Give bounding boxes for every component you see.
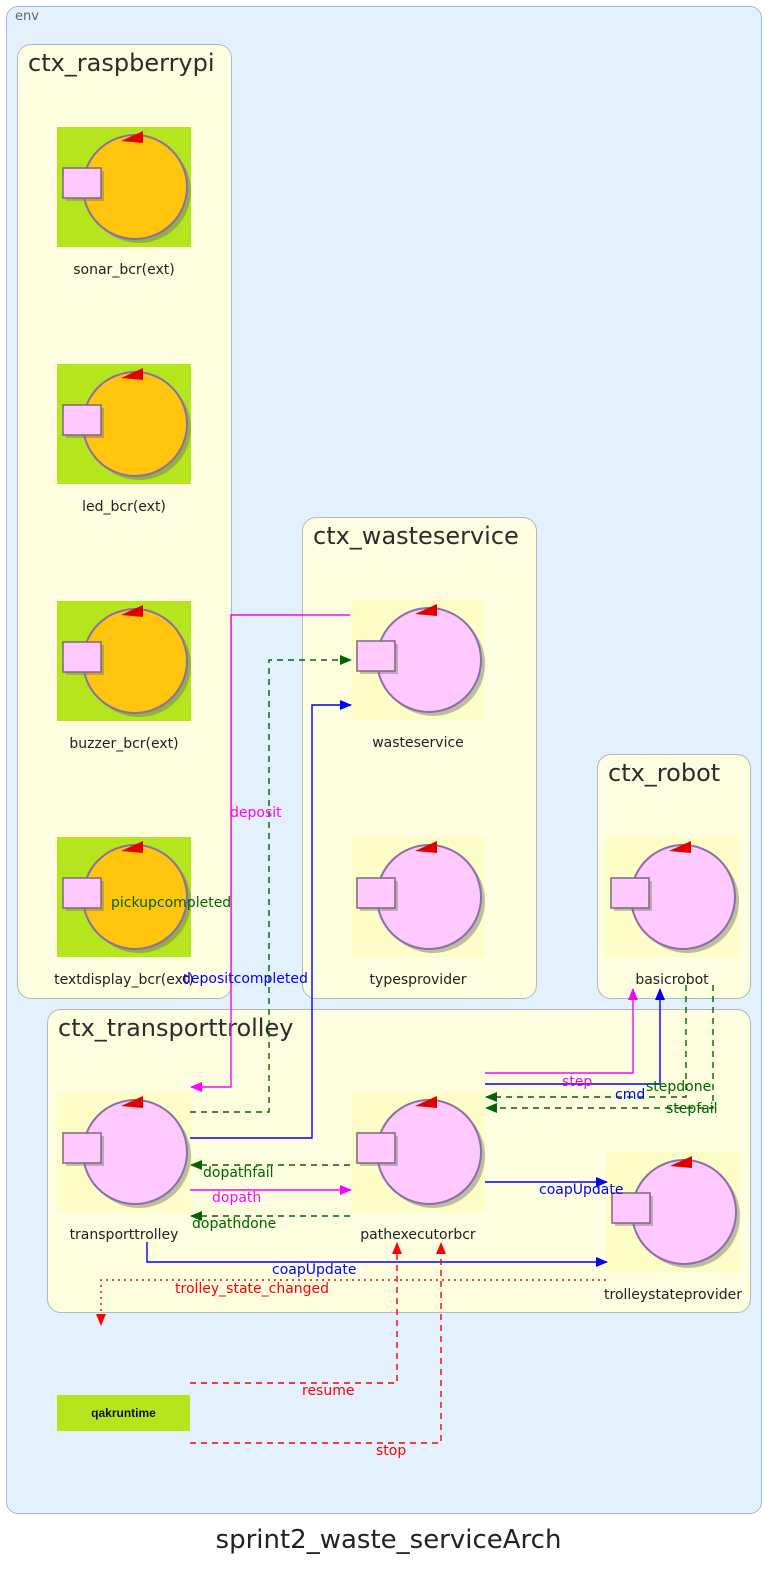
actor-textdisplay[interactable]: textdisplay_bcr(ext) xyxy=(54,837,194,988)
actor-ext-icon xyxy=(57,837,191,957)
actor-transporttrolley-label: transporttrolley xyxy=(69,1227,179,1243)
label-depositcompleted: depositcompleted xyxy=(182,971,308,987)
link-pickupcompleted xyxy=(190,655,352,1113)
actor-wasteservice-label: wasteservice xyxy=(372,735,464,751)
actor-buzzer-label: buzzer_bcr(ext) xyxy=(69,736,179,752)
actor-ext-icon xyxy=(57,601,191,721)
env-label: env xyxy=(15,9,39,24)
link-trolley-state-changed xyxy=(96,1279,606,1326)
actor-int-icon xyxy=(351,837,485,957)
link-coapupdate-trolley xyxy=(146,1242,608,1267)
actor-sonar[interactable]: sonar_bcr(ext) xyxy=(57,127,191,278)
link-deposit xyxy=(190,614,350,1092)
actor-int-icon xyxy=(57,1092,191,1212)
actor-led[interactable]: led_bcr(ext) xyxy=(57,364,191,515)
actor-ext-icon xyxy=(57,364,191,484)
link-stepdone xyxy=(485,985,687,1102)
label-step: step xyxy=(562,1074,593,1090)
actor-int-icon xyxy=(351,1092,485,1212)
qakruntime-box[interactable]: qakruntime xyxy=(57,1395,190,1431)
actor-basicrobot[interactable]: basicrobot xyxy=(605,837,739,988)
ctx-wasteservice-title: ctx_wasteservice xyxy=(313,522,519,550)
link-cmd xyxy=(485,988,665,1085)
label-coapupdate-trolley: coapUpdate xyxy=(272,1262,357,1278)
link-stepfail xyxy=(485,985,714,1113)
actor-typesprovider[interactable]: typesprovider xyxy=(351,837,485,988)
actor-int-icon xyxy=(606,1152,740,1272)
actor-buzzer[interactable]: buzzer_bcr(ext) xyxy=(57,601,191,752)
actor-sonar-label: sonar_bcr(ext) xyxy=(73,262,175,278)
label-cmd: cmd xyxy=(615,1087,646,1103)
link-step xyxy=(485,988,638,1074)
actor-transporttrolley[interactable]: transporttrolley xyxy=(57,1092,191,1243)
label-stepdone: stepdone xyxy=(646,1079,712,1095)
label-deposit: deposit xyxy=(230,805,282,821)
actor-typesprovider-label: typesprovider xyxy=(369,972,467,988)
actor-ext-icon xyxy=(57,127,191,247)
actor-pathexecutorbcr[interactable]: pathexecutorbcr xyxy=(351,1092,485,1243)
actor-pathexecutorbcr-label: pathexecutorbcr xyxy=(360,1227,476,1243)
ctx-raspberrypi-title: ctx_raspberrypi xyxy=(28,49,215,77)
ctx-transporttrolley-title: ctx_transporttrolley xyxy=(58,1014,294,1042)
label-coapupdate-path: coapUpdate xyxy=(539,1182,624,1198)
label-stepfail: stepfail xyxy=(666,1101,718,1117)
link-resume xyxy=(190,1242,402,1384)
actor-trolleystateprovider-label: trolleystateprovider xyxy=(604,1287,742,1303)
actor-wasteservice[interactable]: wasteservice xyxy=(351,600,485,751)
actor-int-icon xyxy=(605,837,739,957)
actor-trolleystateprovider[interactable]: trolleystateprovider xyxy=(604,1152,742,1303)
label-pickupcompleted: pickupcompleted xyxy=(111,895,232,911)
label-dopath: dopath xyxy=(212,1190,262,1206)
label-stop: stop xyxy=(376,1443,407,1459)
actor-led-label: led_bcr(ext) xyxy=(82,499,166,515)
actor-basicrobot-label: basicrobot xyxy=(635,972,709,988)
label-dopathdone: dopathdone xyxy=(192,1216,277,1232)
actor-textdisplay-label: textdisplay_bcr(ext) xyxy=(54,972,194,988)
diagram-title: sprint2_waste_serviceArch xyxy=(215,1525,562,1555)
label-trolley-state-changed: trolley_state_changed xyxy=(175,1281,330,1297)
label-dopathfail: dopathfail xyxy=(203,1165,274,1181)
actor-int-icon xyxy=(351,600,485,720)
ctx-robot-title: ctx_robot xyxy=(608,759,721,787)
label-resume: resume xyxy=(302,1383,355,1399)
link-depositcompleted xyxy=(190,700,352,1139)
